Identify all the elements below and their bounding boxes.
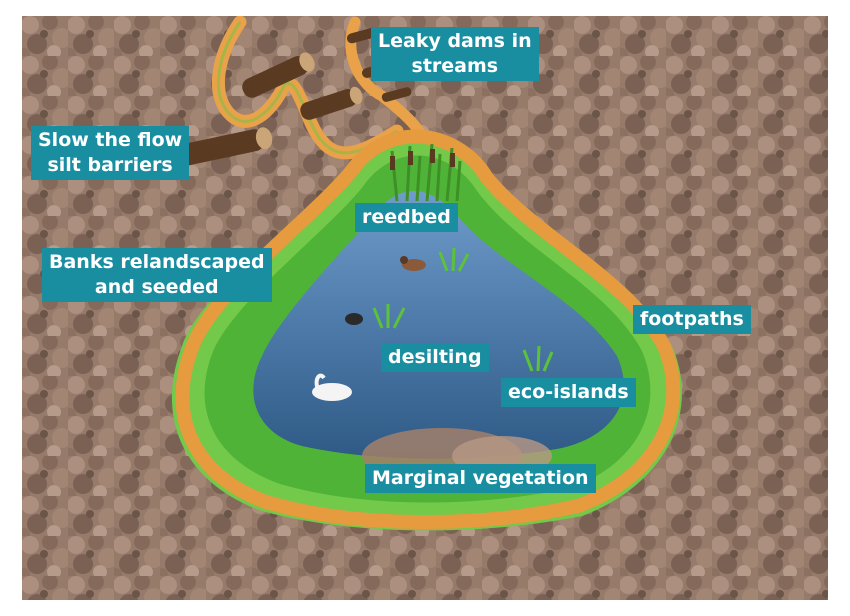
label-footpaths-text: footpaths <box>640 308 744 330</box>
label-leaky-dams: Leaky dams in streams <box>371 27 539 81</box>
label-eco-islands: eco-islands <box>501 378 636 407</box>
label-leaky-dams-line2: streams <box>411 55 499 77</box>
label-banks-line1: Banks relandscaped <box>49 251 265 273</box>
eco-island-plants <box>372 247 554 372</box>
log-dam-2 <box>242 52 315 98</box>
label-slow-flow: Slow the flow silt barriers <box>31 126 190 180</box>
label-eco-islands-text: eco-islands <box>508 381 629 403</box>
label-desilting: desilting <box>381 343 489 372</box>
label-banks-line2: and seeded <box>94 276 219 298</box>
label-slow-flow-line2: silt barriers <box>47 154 173 176</box>
label-banks: Banks relandscaped and seeded <box>42 248 272 302</box>
label-reedbed: reedbed <box>355 203 458 232</box>
label-reedbed-text: reedbed <box>362 206 451 228</box>
coot <box>345 313 363 325</box>
log-dam-3 <box>300 86 363 120</box>
duck <box>400 256 426 271</box>
swan <box>312 373 352 401</box>
label-slow-flow-line1: Slow the flow <box>38 129 183 151</box>
stream-right <box>345 16 428 142</box>
log-dam-1 <box>177 127 273 166</box>
footpath-ring <box>175 129 681 529</box>
label-footpaths: footpaths <box>633 305 751 334</box>
label-desilting-text: desilting <box>388 346 482 368</box>
label-leaky-dams-line1: Leaky dams in <box>378 30 532 52</box>
label-marginal-vegetation-text: Marginal vegetation <box>372 467 589 489</box>
label-marginal-vegetation: Marginal vegetation <box>365 464 596 493</box>
log-dam-6 <box>381 87 412 102</box>
